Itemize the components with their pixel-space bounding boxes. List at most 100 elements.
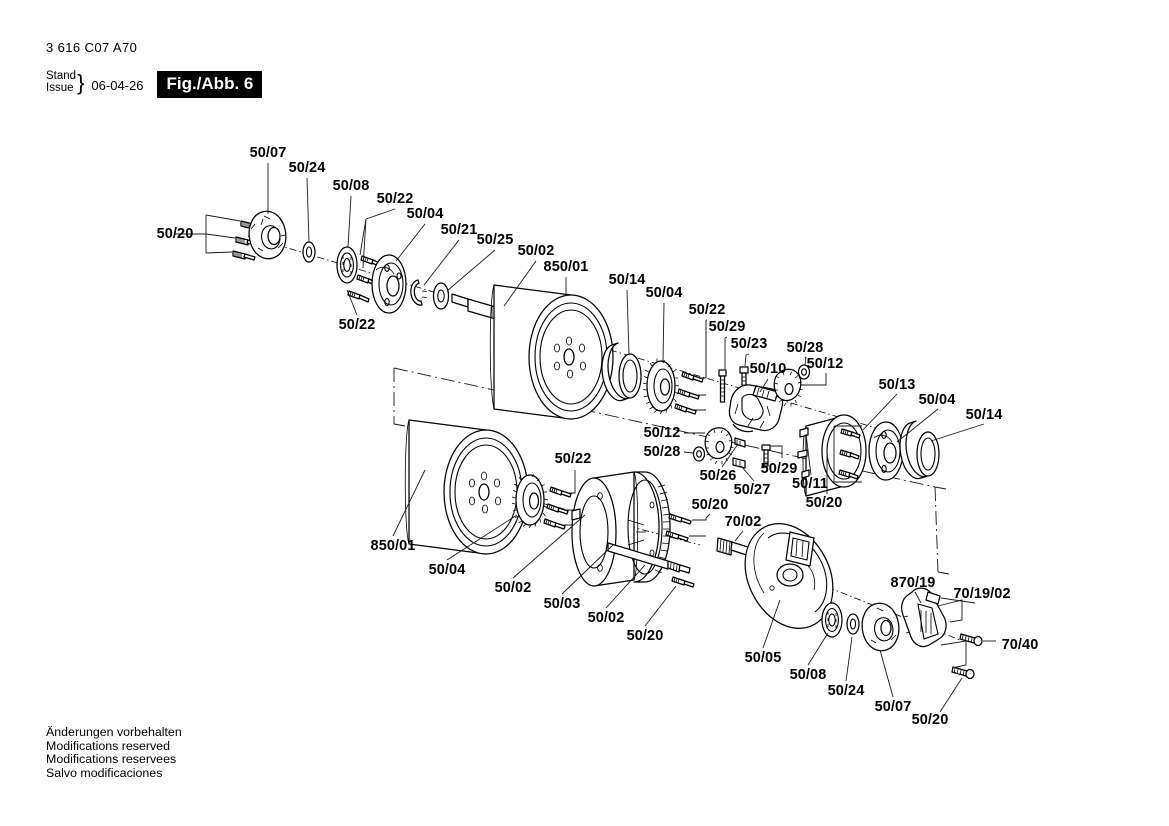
part-850-01-drum-top (489, 284, 614, 420)
figure-badge: Fig./Abb. 6 (157, 71, 263, 98)
spline-teeth-top (642, 358, 680, 415)
callout-50-24-top: 50/24 (288, 160, 326, 176)
screw-icon (549, 486, 572, 498)
part-50-28-washer-top (797, 356, 811, 380)
part-50-02-housing-bottom (571, 471, 639, 587)
callout-50-22-top-b: 50/22 (338, 317, 376, 333)
leader-50-13 (862, 393, 898, 431)
callout-50-27: 50/27 (733, 482, 771, 498)
stand-label: Stand (46, 69, 77, 82)
screw-icon (839, 449, 860, 460)
callout-50-12-lower: 50/12 (643, 425, 681, 441)
callout-50-11: 50/11 (792, 476, 828, 492)
part-50-04-splined-hub-top (642, 358, 680, 415)
drum-face-bolt-pattern-top (554, 336, 587, 379)
part-50-05-backplate (744, 523, 834, 629)
screw-icon (677, 388, 700, 400)
brace-glyph: } (77, 69, 85, 95)
part-50-20-screw-bottom-right (939, 666, 975, 713)
callout-50-20-housing: 50/20 (805, 495, 843, 511)
bracket-lines-right (937, 599, 967, 669)
callout-50-05: 50/05 (744, 650, 782, 666)
callout-70-02: 70/02 (724, 514, 762, 530)
footer-line-en: Modifications reserved (46, 738, 170, 753)
part-50-24-washer-bottom (846, 613, 860, 635)
callout-850-01-top: 850/01 (543, 259, 589, 275)
footer-line-de: Änderungen vorbehalten (46, 725, 182, 739)
callout-50-08-top: 50/08 (332, 178, 370, 194)
callout-70-19-02: 70/19/02 (953, 586, 1011, 602)
part-50-04-splined-hub-bottom (511, 472, 549, 529)
callout-50-20-top-left: 50/20 (156, 226, 194, 242)
leader-50-27 (740, 465, 755, 482)
part-50-12-bevel-gear-top (773, 368, 803, 407)
screw-group-bottom (543, 470, 576, 530)
screw-icon (674, 403, 697, 415)
callout-870-19: 870/19 (890, 575, 936, 591)
callout-50-22-top-a: 50/22 (376, 191, 414, 207)
part-50-29-screw-top (718, 338, 727, 403)
leader-50-12-top (800, 373, 827, 386)
callout-50-02-bottom-b: 50/02 (587, 610, 625, 626)
callout-50-07-top: 50/07 (249, 145, 287, 161)
callout-50-02-bottom-a: 50/02 (494, 580, 532, 596)
part-50-07-end-cap-bottom (861, 602, 900, 652)
screw-icon (665, 530, 689, 542)
screw-icon (543, 518, 566, 530)
screw-icon (546, 503, 569, 515)
part-50-07-end-cap-top (248, 210, 287, 260)
callout-70-40: 70/40 (1001, 637, 1039, 653)
callout-50-28-lower: 50/28 (643, 444, 681, 460)
part-50-04-flange-right (868, 421, 904, 481)
stand-issue-labels: Stand Issue (46, 70, 76, 94)
part-50-08-bearing-top (336, 246, 358, 284)
callout-50-22-top-c: 50/22 (688, 302, 726, 318)
leader-50-11 (805, 433, 812, 476)
callout-50-12-top: 50/12 (806, 356, 844, 372)
part-50-27-nut (732, 457, 746, 469)
screw-icon (681, 371, 704, 383)
callout-50-07-bottom: 50/07 (874, 699, 912, 715)
issue-date: 06-04-26 (91, 78, 144, 93)
leader-50-28-lower (683, 451, 694, 454)
document-footer: Änderungen vorbehalten Modifications res… (46, 725, 182, 780)
document-header: 3 616 C07 A70 Stand Issue } 06-04-26 Fig… (46, 40, 263, 98)
screw-icon (232, 250, 256, 261)
part-50-24-washer-top (302, 241, 316, 263)
issue-row: Stand Issue } 06-04-26 Fig./Abb. 6 (46, 68, 263, 98)
callout-50-25: 50/25 (476, 232, 514, 248)
leader-lines (175, 163, 894, 698)
callout-50-23: 50/23 (730, 336, 768, 352)
callout-50-20-bottom: 50/20 (626, 628, 664, 644)
callout-50-22-bottom: 50/22 (554, 451, 592, 467)
screw-group-top-mid (347, 218, 383, 303)
footer-line-es: Salvo modificaciones (46, 765, 163, 780)
callout-50-13: 50/13 (878, 377, 916, 393)
drum-face-bolt-pattern-bottom (468, 471, 501, 514)
screw-icon (838, 469, 859, 480)
part-50-28-washer-lower (692, 446, 706, 462)
callout-50-10: 50/10 (749, 361, 787, 377)
callout-50-26: 50/26 (699, 468, 737, 484)
callout-50-29-lower: 50/29 (760, 461, 798, 477)
issue-label: Issue (46, 81, 74, 94)
footer-line-fr: Modifications reservees (46, 752, 177, 767)
leader-50-14-right (930, 423, 985, 442)
part-850-01-drum-bottom (404, 419, 529, 555)
screw-icon (668, 513, 692, 525)
screw-icon-bottom-loose (671, 576, 695, 588)
callout-50-14-right: 50/14 (965, 407, 1003, 423)
leader-50-04-right (896, 408, 939, 443)
part-50-03-ring (627, 471, 671, 583)
part-50-14-seal-right (899, 420, 940, 480)
callout-50-08-bottom: 50/08 (789, 667, 827, 683)
callout-50-20-shaft: 50/20 (691, 497, 729, 513)
callout-50-04-bottom: 50/04 (428, 562, 466, 578)
screw-group-bottom-right (665, 513, 711, 542)
callout-50-14-top: 50/14 (608, 272, 646, 288)
part-870-19-bracket (901, 587, 976, 648)
part-50-29-screw-lower (761, 444, 783, 467)
screw-icon (840, 428, 861, 439)
part-50-08-bearing-bottom (821, 602, 843, 638)
